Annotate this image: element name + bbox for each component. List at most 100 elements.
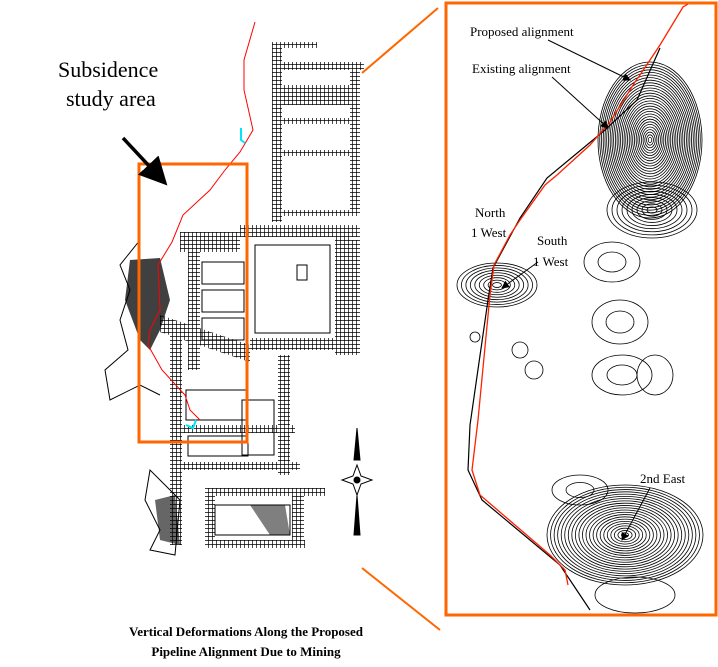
contour-ring bbox=[571, 500, 679, 570]
contour-ring bbox=[474, 272, 520, 298]
contour-ring bbox=[613, 527, 637, 543]
contour-ring bbox=[606, 364, 638, 386]
contour-ring bbox=[465, 267, 529, 303]
contour-ring bbox=[511, 341, 529, 359]
contour-ring bbox=[630, 111, 670, 170]
contour-ring bbox=[603, 520, 647, 550]
contour-ring bbox=[524, 360, 544, 380]
study-area-arrow bbox=[121, 136, 168, 186]
contour-ring bbox=[640, 126, 660, 154]
label-2nd-east: 2nd East bbox=[640, 471, 686, 486]
contour-ring bbox=[546, 484, 704, 586]
contour-ring bbox=[583, 241, 641, 283]
contour-ring bbox=[646, 134, 654, 146]
contour-ring bbox=[492, 282, 502, 288]
contour-ring bbox=[628, 108, 672, 172]
zoom-connector-bottom bbox=[361, 567, 441, 631]
contour-ring bbox=[594, 576, 676, 614]
contour-ring bbox=[597, 61, 703, 219]
contour-ring bbox=[613, 85, 687, 195]
contour-ring bbox=[574, 502, 676, 568]
contour-ring bbox=[647, 136, 653, 143]
contour-ring bbox=[469, 331, 481, 343]
contour-ring bbox=[461, 265, 533, 305]
contour-ring bbox=[557, 491, 693, 579]
contour-ring bbox=[623, 100, 677, 180]
contour-ring bbox=[565, 482, 595, 498]
contour-ring bbox=[456, 262, 538, 308]
water-marker bbox=[185, 128, 246, 430]
contour-ring bbox=[597, 251, 627, 273]
detail-panel bbox=[444, 1, 718, 617]
contour-ring bbox=[567, 498, 683, 572]
study-area-label-line2: study area bbox=[66, 86, 156, 111]
study-area-label-line1: Subsidence bbox=[58, 57, 159, 82]
contour-ring bbox=[620, 95, 680, 185]
contour-ring bbox=[632, 113, 668, 167]
caption-line2: Pipeline Alignment Due to Mining bbox=[151, 644, 341, 659]
label-south-2: 1 West bbox=[533, 254, 569, 269]
contour-ring bbox=[564, 495, 686, 575]
contour-ring bbox=[605, 310, 635, 334]
contour-ring bbox=[631, 197, 673, 223]
contour-ring bbox=[614, 87, 686, 193]
contour-ring bbox=[606, 181, 698, 239]
contour-ring bbox=[606, 74, 694, 206]
contour-ring bbox=[644, 131, 656, 149]
contour-ring bbox=[635, 118, 665, 162]
caption-line1: Vertical Deformations Along the Proposed bbox=[129, 624, 363, 639]
contour-ring bbox=[616, 187, 688, 233]
contour-ring bbox=[596, 516, 654, 554]
contour-ring bbox=[469, 269, 525, 301]
contour-ring bbox=[625, 103, 675, 177]
contour-ring bbox=[578, 505, 672, 565]
label-proposed-alignment: Proposed alignment bbox=[470, 24, 574, 39]
contour-plot bbox=[456, 61, 704, 614]
contour-ring bbox=[483, 277, 511, 293]
contour-ring bbox=[634, 116, 667, 164]
contour-ring bbox=[621, 190, 683, 230]
contour-ring bbox=[618, 92, 682, 188]
proposed-alignment-overview bbox=[147, 21, 256, 421]
contour-ring bbox=[601, 66, 699, 214]
contour-ring bbox=[609, 79, 691, 201]
label-north-1: North bbox=[475, 205, 506, 220]
contour-ring bbox=[641, 203, 663, 217]
contour-ring bbox=[639, 124, 661, 157]
contour-ring bbox=[610, 525, 640, 545]
zoom-connector-top bbox=[361, 7, 439, 74]
contour-ring bbox=[585, 509, 665, 561]
label-south-1: South bbox=[537, 233, 568, 248]
contour-ring bbox=[589, 511, 661, 559]
contour-ring bbox=[551, 474, 609, 506]
contour-ring bbox=[604, 72, 696, 208]
contour-ring bbox=[560, 493, 690, 577]
existing-alignment-line bbox=[467, 47, 661, 611]
contour-ring bbox=[608, 77, 693, 203]
contour-ring bbox=[627, 105, 673, 175]
contour-ring bbox=[592, 514, 658, 556]
north-arrow-icon bbox=[340, 427, 374, 536]
contour-ring bbox=[599, 64, 701, 216]
contour-ring bbox=[599, 518, 651, 552]
contour-ring bbox=[621, 98, 679, 182]
label-existing-alignment: Existing alignment bbox=[472, 61, 571, 76]
contour-ring bbox=[642, 129, 658, 151]
contour-ring bbox=[478, 274, 516, 296]
label-arrows bbox=[501, 39, 651, 541]
contour-ring bbox=[611, 184, 693, 236]
study-area-box bbox=[137, 162, 249, 444]
contour-ring bbox=[636, 354, 674, 396]
contour-ring bbox=[591, 299, 649, 345]
contour-ring bbox=[626, 194, 678, 226]
label-north-2: 1 West bbox=[471, 225, 507, 240]
contour-ring bbox=[553, 489, 697, 581]
contour-ring bbox=[646, 206, 658, 214]
contour-ring bbox=[550, 486, 700, 584]
proposed-alignment-line bbox=[471, 3, 689, 586]
contour-ring bbox=[616, 90, 684, 190]
mine-map bbox=[104, 42, 364, 556]
contour-ring bbox=[636, 200, 668, 220]
contour-ring bbox=[582, 507, 668, 563]
